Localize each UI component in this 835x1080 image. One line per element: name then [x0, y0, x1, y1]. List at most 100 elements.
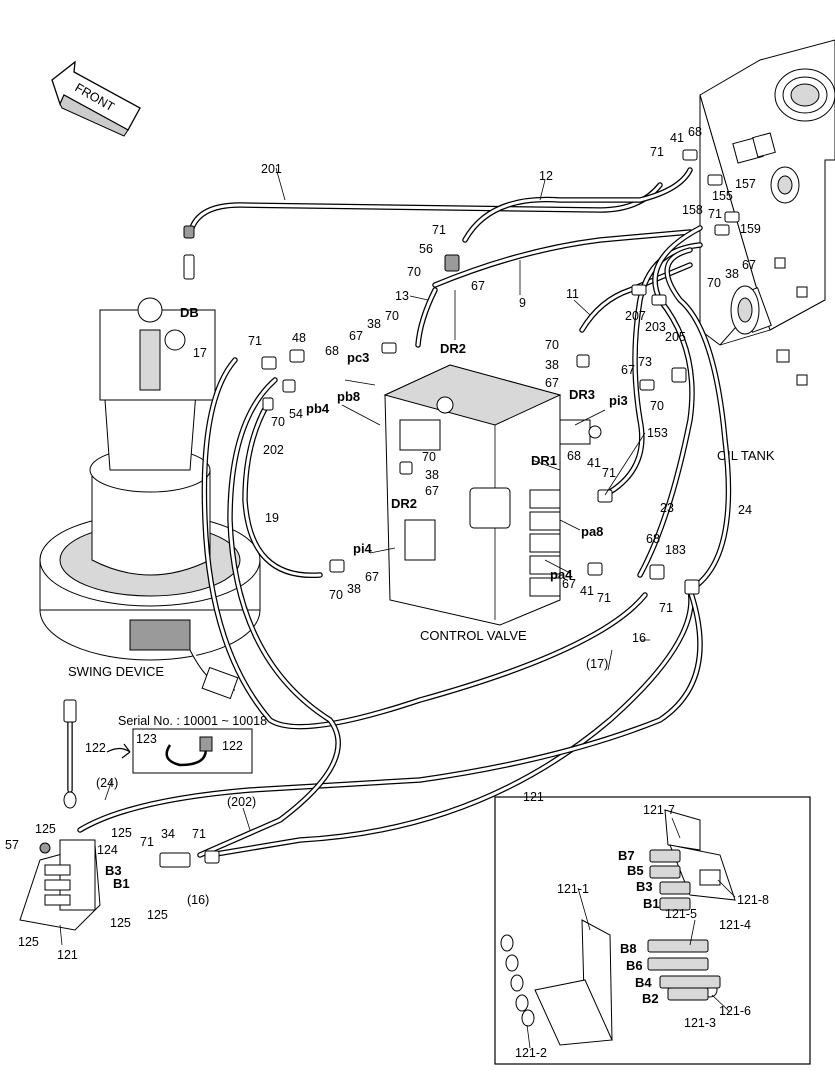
part-125-e: 125 [18, 935, 39, 949]
part-68-a: 68 [688, 125, 702, 139]
part-125-d: 125 [110, 916, 131, 930]
part-122-a: 122 [85, 741, 106, 755]
part-67-b: 67 [471, 279, 485, 293]
part-71-c: 71 [432, 223, 446, 237]
part-183: 183 [665, 543, 686, 557]
part-125-c: 125 [147, 908, 168, 922]
part-124: 124 [97, 843, 118, 857]
part-41-b: 41 [587, 456, 601, 470]
port-pa4: pa4 [550, 567, 573, 582]
inset-port-b4: B4 [635, 975, 652, 990]
part-121-4: 121-4 [719, 918, 751, 932]
part-203: 203 [645, 320, 666, 334]
port-pi3: pi3 [609, 393, 628, 408]
part-56: 56 [419, 242, 433, 256]
part-13: 13 [395, 289, 409, 303]
part-125-a: 125 [35, 822, 56, 836]
inset-port-b1: B1 [643, 896, 660, 911]
port-dr3: DR3 [569, 387, 595, 402]
part-202-ref: (202) [227, 795, 256, 809]
part-121-6: 121-6 [719, 1004, 751, 1018]
inset-port-b8: B8 [620, 941, 637, 956]
part-57: 57 [5, 838, 19, 852]
part-38-a: 38 [725, 267, 739, 281]
part-157: 157 [735, 177, 756, 191]
part-158: 158 [682, 203, 703, 217]
port-dr2-top: DR2 [440, 341, 466, 356]
port-pc3: pc3 [347, 350, 369, 365]
oil-tank-label: OIL TANK [717, 448, 775, 463]
inset-port-b3: B3 [636, 879, 653, 894]
port-db: DB [180, 305, 199, 320]
part-16: 16 [632, 631, 646, 645]
part-70-f: 70 [650, 399, 664, 413]
inset-port-b6: B6 [626, 958, 643, 973]
port-b1: B1 [113, 876, 130, 891]
part-24-ref: (24) [96, 776, 118, 790]
part-205: 205 [665, 330, 686, 344]
inset-caps [500, 934, 535, 1027]
part-67-a: 67 [742, 258, 756, 272]
part-17: 17 [193, 346, 207, 360]
part-70-g: 70 [545, 338, 559, 352]
part-54: 54 [289, 407, 303, 421]
part-73: 73 [638, 355, 652, 369]
port-pi4: pi4 [353, 541, 373, 556]
part-67-e: 67 [621, 363, 635, 377]
part-202: 202 [263, 443, 284, 457]
front-arrow-icon [51, 60, 141, 137]
part-41-c: 41 [580, 584, 594, 598]
part-71-a: 71 [650, 145, 664, 159]
part-70-d: 70 [271, 415, 285, 429]
hoses [67, 167, 732, 858]
inset-fittings-lower [647, 939, 721, 1001]
port-dr2-low: DR2 [391, 496, 417, 511]
part-23: 23 [660, 501, 674, 515]
part-70-b: 70 [407, 265, 421, 279]
part-70-a: 70 [707, 276, 721, 290]
part-121: 121 [57, 948, 78, 962]
part-9: 9 [519, 296, 526, 310]
part-121-8: 121-8 [737, 893, 769, 907]
part-34: 34 [161, 827, 175, 841]
inset-port-b5: B5 [627, 863, 644, 878]
part-121-5: 121-5 [665, 907, 697, 921]
part-68-b: 68 [325, 344, 339, 358]
leader-lines [59, 167, 736, 1049]
fittings [63, 149, 740, 868]
part-121-3: 121-3 [684, 1016, 716, 1030]
part-67-c: 67 [349, 329, 363, 343]
part-38-e: 38 [347, 582, 361, 596]
serial-number-label: Serial No. : 10001 ~ 10018 [118, 714, 267, 728]
part-38-b: 38 [367, 317, 381, 331]
swing-device-label: SWING DEVICE [68, 664, 164, 679]
part-16-ref: (16) [187, 893, 209, 907]
part-155: 155 [712, 189, 733, 203]
part-121-7: 121-7 [643, 803, 675, 817]
part-201: 201 [261, 162, 282, 176]
part-70-h: 70 [329, 588, 343, 602]
port-pa8: pa8 [581, 524, 603, 539]
part-41-a: 41 [670, 131, 684, 145]
part-71-d: 71 [248, 334, 262, 348]
part-67-g: 67 [365, 570, 379, 584]
detail-inset-121 [494, 796, 811, 1065]
port-pb4: pb4 [306, 401, 330, 416]
part-48: 48 [292, 331, 306, 345]
part-68-c: 68 [567, 449, 581, 463]
part-71-h: 71 [140, 835, 154, 849]
distributor-block [19, 839, 101, 931]
part-12: 12 [539, 169, 553, 183]
port-labels: DB DR2 DR3 DR1 DR2 pc3 pb8 pb4 pi3 pa8 p… [105, 305, 660, 1006]
part-159: 159 [740, 222, 761, 236]
part-125-b: 125 [111, 826, 132, 840]
part-17-ref: (17) [586, 657, 608, 671]
part-38-d: 38 [545, 358, 559, 372]
part-123: 123 [136, 732, 157, 746]
part-71-i: 71 [192, 827, 206, 841]
port-dr1: DR1 [531, 453, 557, 468]
part-19: 19 [265, 511, 279, 525]
part-68-e: 67 [562, 577, 576, 591]
part-67-f: 67 [545, 376, 559, 390]
part-153: 153 [647, 426, 668, 440]
